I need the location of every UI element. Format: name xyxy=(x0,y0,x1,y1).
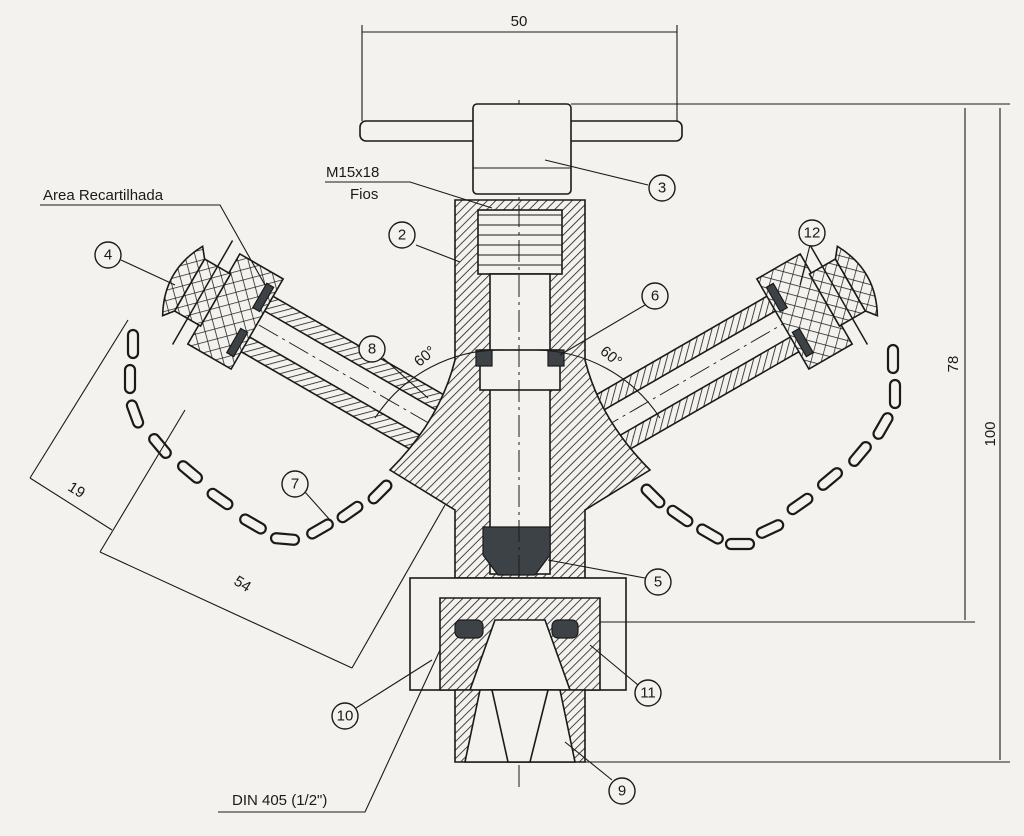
svg-text:11: 11 xyxy=(640,685,656,702)
right-chain xyxy=(640,343,902,551)
callout-3: 3 xyxy=(648,174,676,202)
callout-5: 5 xyxy=(644,568,672,596)
left-chain xyxy=(123,328,393,546)
callout-6: 6 xyxy=(641,282,669,310)
coupling-nut xyxy=(409,577,627,763)
right-plug-head xyxy=(834,245,879,317)
angle-left: 60° xyxy=(411,343,439,371)
dim-54: 54 xyxy=(231,573,254,596)
callout-7: 7 xyxy=(281,470,309,498)
thread-sublabel: Fios xyxy=(350,186,378,203)
svg-text:10: 10 xyxy=(337,708,354,725)
knurled-area-label: Area Recartilhada xyxy=(43,187,164,204)
callout-2: 2 xyxy=(388,221,416,249)
t-handle xyxy=(359,103,683,195)
callout-12: 12 xyxy=(798,219,826,247)
svg-text:8: 8 xyxy=(368,341,376,358)
thread-label: M15x18 xyxy=(326,164,379,181)
seal-seat xyxy=(479,349,561,391)
svg-text:2: 2 xyxy=(398,227,406,244)
dimension-lines xyxy=(29,25,1010,763)
svg-text:12: 12 xyxy=(804,225,821,242)
dim-50: 50 xyxy=(511,13,528,30)
callouts: 2 3 4 5 6 7 8 9 10 11 12 xyxy=(94,159,826,805)
svg-text:4: 4 xyxy=(104,247,112,264)
angle-right: 60° xyxy=(597,343,625,371)
valve-plug xyxy=(482,526,551,576)
callout-10: 10 xyxy=(331,702,359,730)
svg-text:7: 7 xyxy=(291,476,299,493)
svg-text:6: 6 xyxy=(651,288,659,305)
dim-100: 100 xyxy=(982,421,999,446)
callout-8: 8 xyxy=(358,335,386,363)
svg-text:9: 9 xyxy=(618,783,626,800)
callout-9: 9 xyxy=(608,777,636,805)
thread-lines xyxy=(478,214,562,266)
din-label: DIN 405 (1/2") xyxy=(232,792,327,809)
dim-19: 19 xyxy=(65,479,88,502)
callout-11: 11 xyxy=(634,679,662,707)
callout-4: 4 xyxy=(94,241,122,269)
valve-body xyxy=(388,100,652,790)
svg-text:3: 3 xyxy=(658,180,666,197)
dim-78: 78 xyxy=(945,356,962,373)
svg-text:5: 5 xyxy=(654,574,662,591)
left-plug-head xyxy=(161,245,206,317)
